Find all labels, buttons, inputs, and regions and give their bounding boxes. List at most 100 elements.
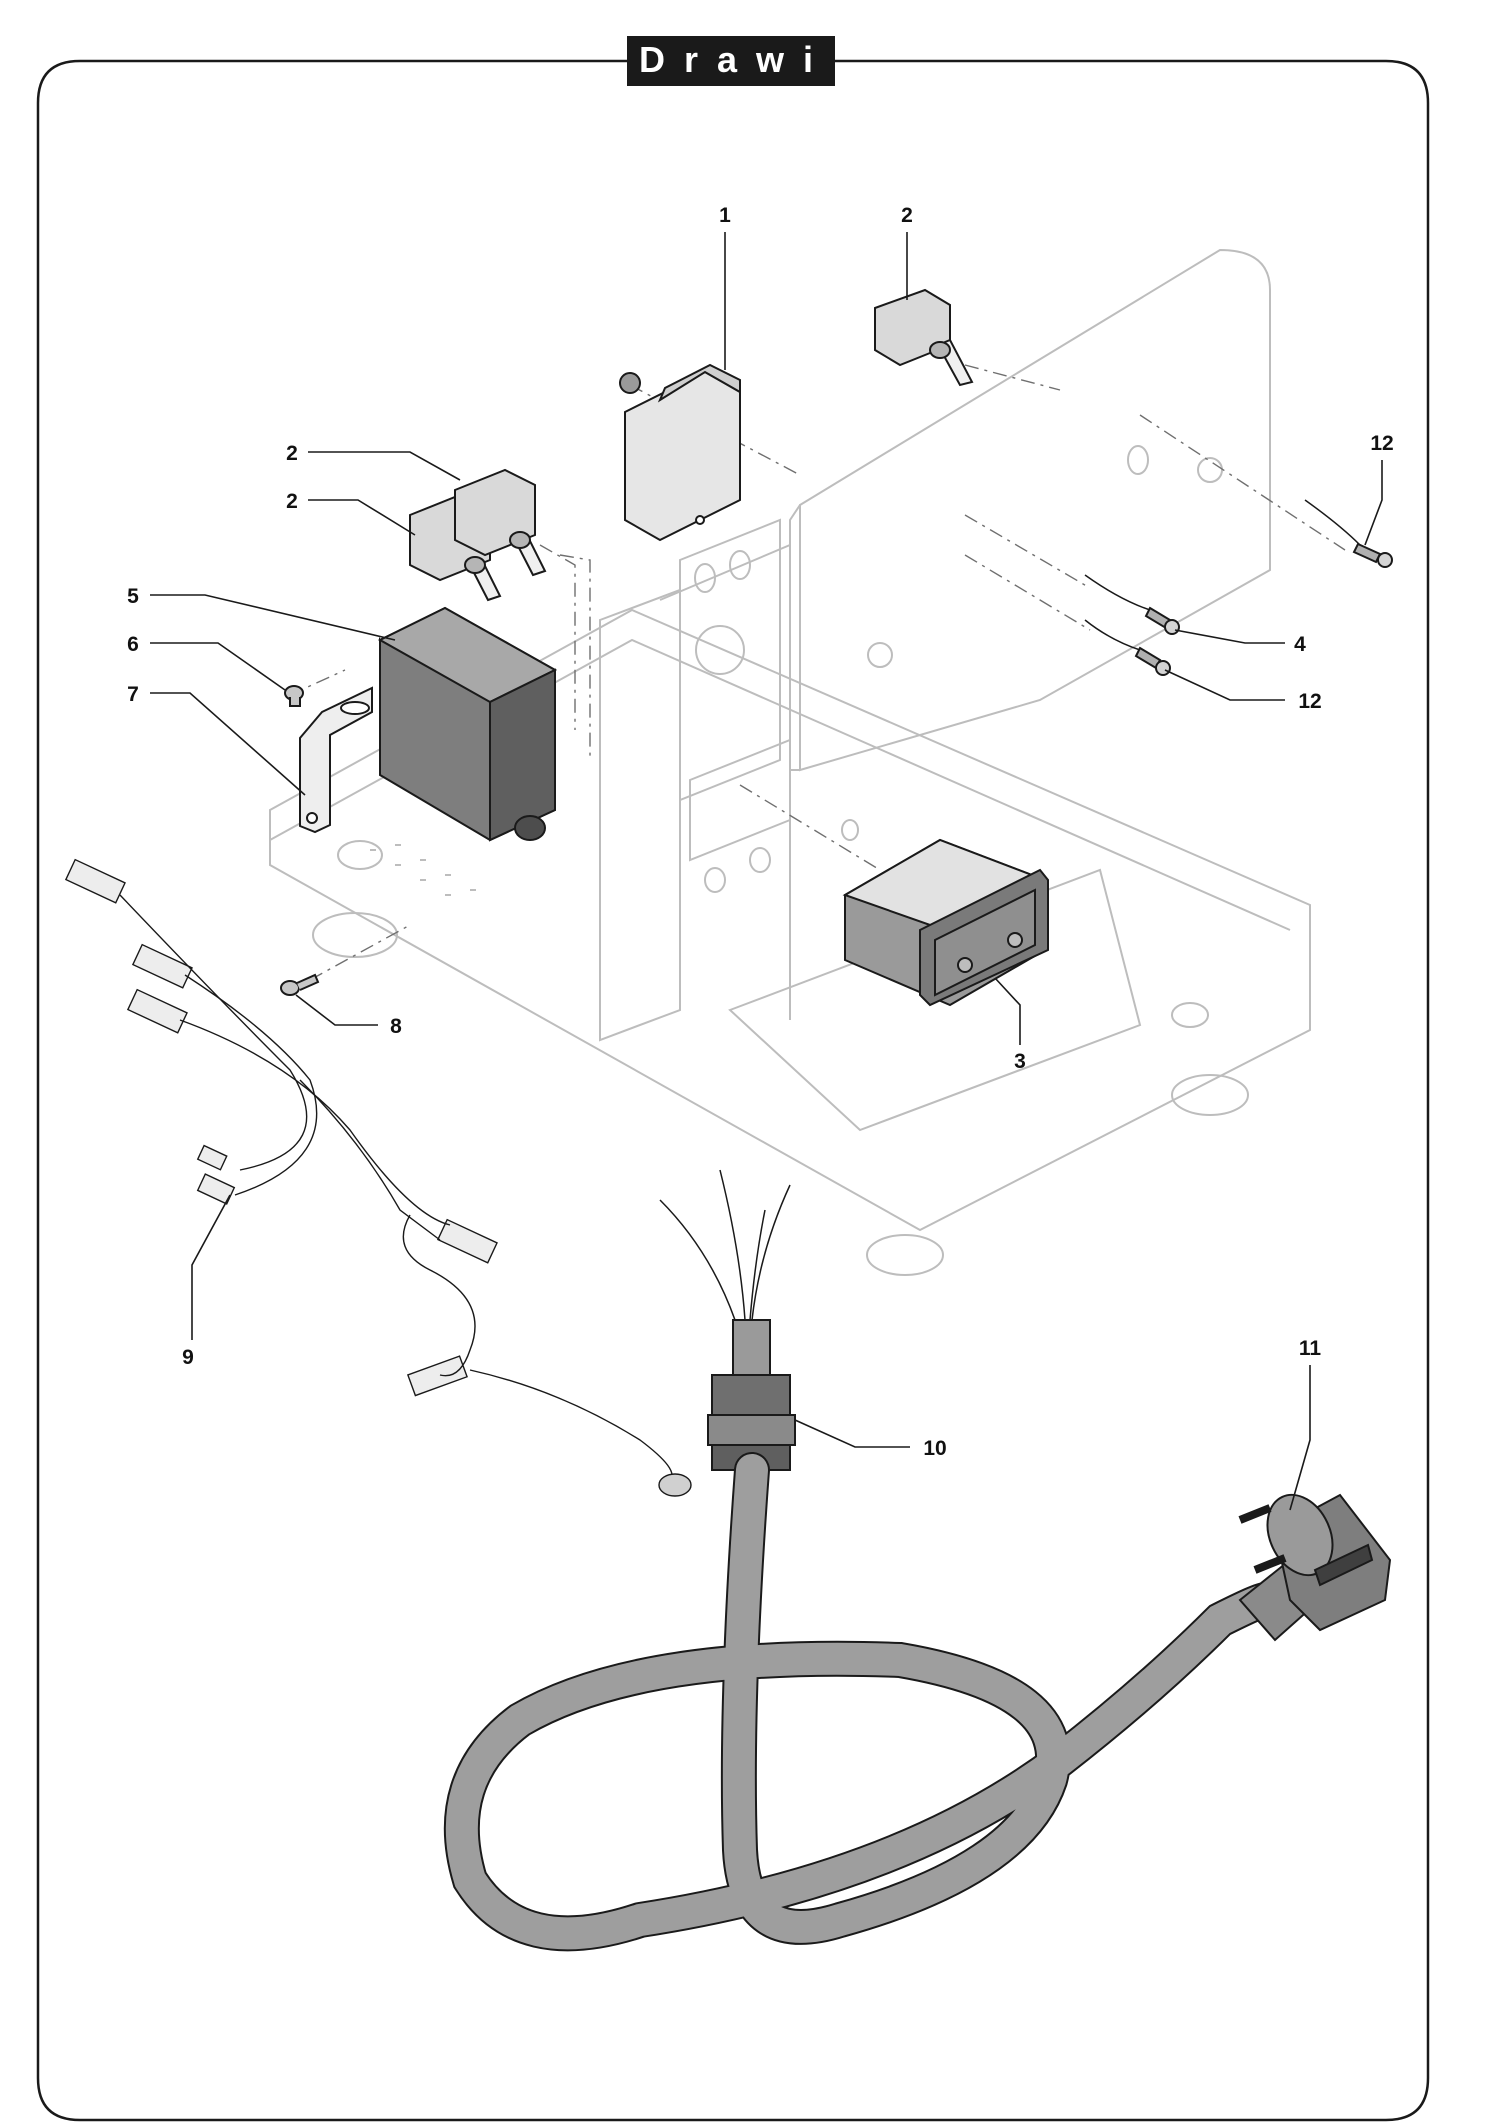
bracket-slot	[340, 701, 370, 715]
lamp12b-tip	[1155, 660, 1171, 676]
controller-button-minus	[957, 957, 973, 973]
plate-hole-3	[1197, 457, 1223, 483]
lamp4-tip	[1164, 619, 1180, 635]
leader-2b	[308, 499, 416, 536]
leader-6	[150, 642, 286, 691]
lamp12a-wires	[1304, 499, 1361, 546]
callout-8: 8	[390, 1015, 402, 1038]
connector-7	[406, 1355, 468, 1397]
dash-controller	[739, 784, 881, 871]
callout-12-bottom: 12	[1298, 690, 1321, 713]
callout-2-lower: 2	[286, 490, 298, 513]
callout-2-upper: 2	[286, 442, 298, 465]
part-5-relay-box	[377, 606, 558, 842]
callout-5: 5	[127, 585, 139, 608]
switch-bushing	[929, 341, 951, 359]
switch-bushing-2	[509, 531, 531, 549]
dash-switch-top	[964, 364, 1061, 391]
leader-11	[1289, 1365, 1311, 1511]
top-box-bracket	[679, 518, 781, 802]
part-2-top-switch	[874, 288, 974, 387]
leader-9	[191, 1194, 231, 1340]
grommet-plate	[337, 840, 383, 870]
harness-wire-2	[184, 974, 318, 1196]
leader-lines	[150, 232, 1383, 1511]
cable-wires-top	[659, 1169, 791, 1321]
part-1-module	[619, 363, 741, 542]
part-7-bracket	[299, 686, 373, 834]
top-box-side	[789, 504, 801, 771]
dash-switch-pair	[539, 544, 576, 730]
page-frame	[36, 59, 1430, 2122]
leader-7	[150, 692, 306, 796]
module-nut	[619, 372, 641, 394]
leader-10	[794, 1419, 910, 1448]
harness-wire-6	[469, 1369, 673, 1481]
plate-hole-4	[694, 563, 716, 593]
callout-9: 9	[182, 1346, 194, 1369]
part-12-lamp-upper	[1304, 499, 1393, 568]
module-top-tab	[657, 363, 741, 403]
leader-2a	[308, 451, 461, 481]
leader-8	[295, 994, 378, 1026]
plate-hole-8	[704, 867, 726, 893]
relay-side	[489, 668, 556, 842]
lamp12a-body	[1352, 542, 1382, 564]
switch-bushing-1	[464, 556, 486, 574]
module-hole	[695, 515, 705, 525]
connector-3	[126, 988, 188, 1034]
relay-connector	[514, 815, 546, 841]
plate-hole-6	[841, 819, 859, 841]
screw6-shank	[289, 697, 301, 707]
leader-12-top	[1364, 460, 1383, 546]
foot-front	[866, 1234, 944, 1276]
plate-grid-holes	[370, 844, 476, 896]
plug-pin-1	[1238, 1504, 1272, 1524]
connector-2	[131, 943, 193, 989]
foot-right	[1171, 1074, 1249, 1116]
plug-label-panel	[1313, 1543, 1374, 1587]
callout-2-top: 2	[901, 204, 913, 227]
hex-nut-base	[1171, 1002, 1209, 1028]
part-9-harness	[64, 858, 692, 1497]
connector-1	[64, 858, 126, 904]
plate-hole-1	[695, 625, 745, 675]
callout-12-top: 12	[1370, 432, 1393, 455]
callout-4: 4	[1294, 633, 1306, 656]
plate-hole-5	[729, 550, 751, 580]
part-2-switch-pair	[409, 468, 547, 602]
screw8-head	[280, 980, 300, 996]
power-cable-fill	[445, 1454, 1281, 1950]
dash-lamp-4	[964, 514, 1091, 589]
plate-hole-2	[867, 642, 893, 668]
harness-wire-1	[119, 894, 308, 1171]
connector-5	[196, 1173, 236, 1205]
base-plate	[269, 608, 1311, 1232]
part-10-cable-gland	[659, 1169, 796, 1471]
callout-7: 7	[127, 683, 139, 706]
bracket-hole	[306, 812, 318, 824]
ring-terminal	[658, 1473, 692, 1497]
upright-cutout	[689, 738, 791, 862]
upright-left	[599, 588, 681, 1042]
callout-11: 11	[1299, 1337, 1322, 1360]
screw8-shank	[296, 973, 320, 991]
connector-4	[196, 1144, 228, 1171]
lamp4-wires	[1084, 574, 1151, 611]
bracket-plate	[299, 686, 373, 834]
leader-4	[1174, 629, 1285, 644]
dash-switch-pair-2	[559, 554, 591, 760]
part-3-controller	[842, 838, 1049, 1007]
plate-hole-9	[1127, 445, 1149, 475]
lamp12a-tip	[1377, 552, 1393, 568]
callout-10: 10	[923, 1437, 946, 1460]
title-banner: Drawing	[627, 36, 835, 86]
leader-3	[994, 977, 1021, 1045]
harness-wire-5	[402, 1214, 476, 1377]
part-6-screw	[284, 685, 304, 707]
gland-body	[707, 1414, 796, 1446]
dash-screw-8	[309, 924, 411, 981]
page-title: Drawing	[639, 39, 829, 80]
module-front	[624, 370, 741, 542]
leader-5	[150, 594, 396, 641]
